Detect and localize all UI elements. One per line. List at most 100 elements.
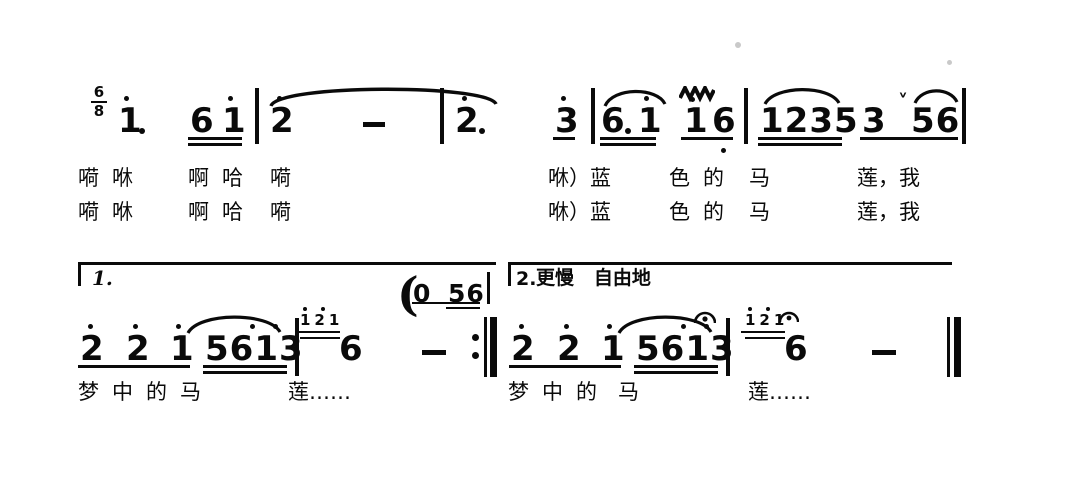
tie-slur (269, 87, 498, 108)
beam (758, 137, 842, 140)
fermata-icon (694, 311, 716, 324)
lyric: 色 (669, 200, 690, 224)
beam (412, 302, 480, 304)
volta-1-bracket (78, 262, 496, 265)
lyric: 的 (703, 200, 724, 224)
lyric: 咻）蓝 (548, 200, 611, 224)
hold-dash (422, 350, 446, 355)
lyric: 莲…… (288, 380, 351, 404)
barline (295, 318, 299, 376)
lyric: 嗬 (270, 166, 291, 190)
lyric: 的 (703, 166, 724, 190)
octave-dot-above (564, 324, 569, 329)
barline (591, 88, 595, 144)
beam (681, 137, 733, 140)
open-paren: ( (397, 267, 419, 321)
beam (758, 143, 842, 146)
barline (726, 318, 730, 376)
repeat-dot (472, 352, 479, 359)
beam (634, 365, 718, 368)
tie-slur (913, 89, 959, 104)
lyric: 嗬 (78, 200, 99, 224)
beam (296, 331, 340, 333)
hold-dash (363, 122, 385, 127)
volta-2-bracket (508, 262, 952, 265)
augmentation-dot (625, 128, 631, 134)
system-1: 6 8 1 6 1 2 2 3 (0, 0, 1080, 240)
note-2: 2 (270, 101, 294, 141)
volta-1-label: 1. (92, 266, 113, 290)
note-1: 1 (170, 329, 194, 369)
beam (203, 365, 287, 368)
octave-dot-above (133, 324, 138, 329)
note-group-56: 56 (911, 101, 961, 141)
octave-dot-above (303, 307, 307, 311)
beam (509, 365, 621, 368)
lyric: 莲，我 (857, 200, 920, 224)
fermata-icon (779, 311, 799, 323)
lyric: 嗬 (270, 200, 291, 224)
barline (947, 317, 950, 377)
lyric: 咻 (112, 166, 133, 190)
beam (188, 137, 242, 140)
octave-dot-above (124, 96, 129, 101)
note-group-56: 56 (448, 279, 485, 308)
lyric: 马 (180, 380, 201, 404)
lyric: 莲…… (748, 380, 811, 404)
volta-2-label: 2. (516, 268, 537, 290)
barline (440, 88, 444, 144)
beam (203, 371, 287, 374)
scan-speck (735, 42, 741, 48)
note-1: 1 (684, 101, 708, 141)
note-6: 6 (601, 101, 625, 141)
volta-2-hook (508, 262, 511, 286)
octave-dot-above (228, 96, 233, 101)
octave-dot-above (644, 96, 649, 101)
barline (484, 317, 487, 377)
octave-dot-above (250, 324, 255, 329)
beam (600, 143, 656, 146)
augmentation-dot (139, 128, 145, 134)
octave-dot-above (681, 324, 686, 329)
tie-slur (603, 89, 667, 107)
note-2: 2 (455, 101, 479, 141)
octave-dot-above (690, 97, 695, 102)
note-6: 6 (784, 329, 808, 369)
lyric: 马 (749, 166, 770, 190)
beam (634, 371, 718, 374)
volta-1-hook (78, 262, 81, 286)
lyric: 的 (576, 380, 597, 404)
octave-dot-below (721, 148, 726, 153)
beam (741, 331, 785, 333)
octave-dot-above (704, 324, 709, 329)
augmentation-dot (479, 128, 485, 134)
lyric: 色 (669, 166, 690, 190)
note-1: 1 (638, 101, 662, 141)
beam (300, 337, 340, 339)
barline (255, 88, 259, 144)
note-2: 2 (126, 329, 150, 369)
octave-dot-above (176, 324, 181, 329)
lyric: 梦 (78, 380, 99, 404)
octave-dot-above (607, 324, 612, 329)
grace-note-group-121: 121 (745, 311, 789, 329)
note-1: 1 (118, 101, 142, 141)
hold-dash (872, 350, 896, 355)
beam (600, 137, 656, 140)
tie-slur (763, 88, 841, 105)
note-1: 1 (601, 329, 625, 369)
note-3: 3 (555, 101, 579, 141)
note-6: 6 (339, 329, 363, 369)
lyric: 马 (618, 380, 639, 404)
beam (745, 337, 785, 339)
octave-dot-above (748, 307, 752, 311)
repeat-barline (490, 317, 497, 377)
lyric: 啊 (188, 166, 209, 190)
octave-dot-above (277, 96, 282, 101)
repeat-dot (472, 334, 479, 341)
lyric: 莲，我 (857, 166, 920, 190)
octave-dot-above (273, 324, 278, 329)
breath-mark-icon: ˅ (898, 90, 908, 114)
beam (446, 307, 480, 309)
